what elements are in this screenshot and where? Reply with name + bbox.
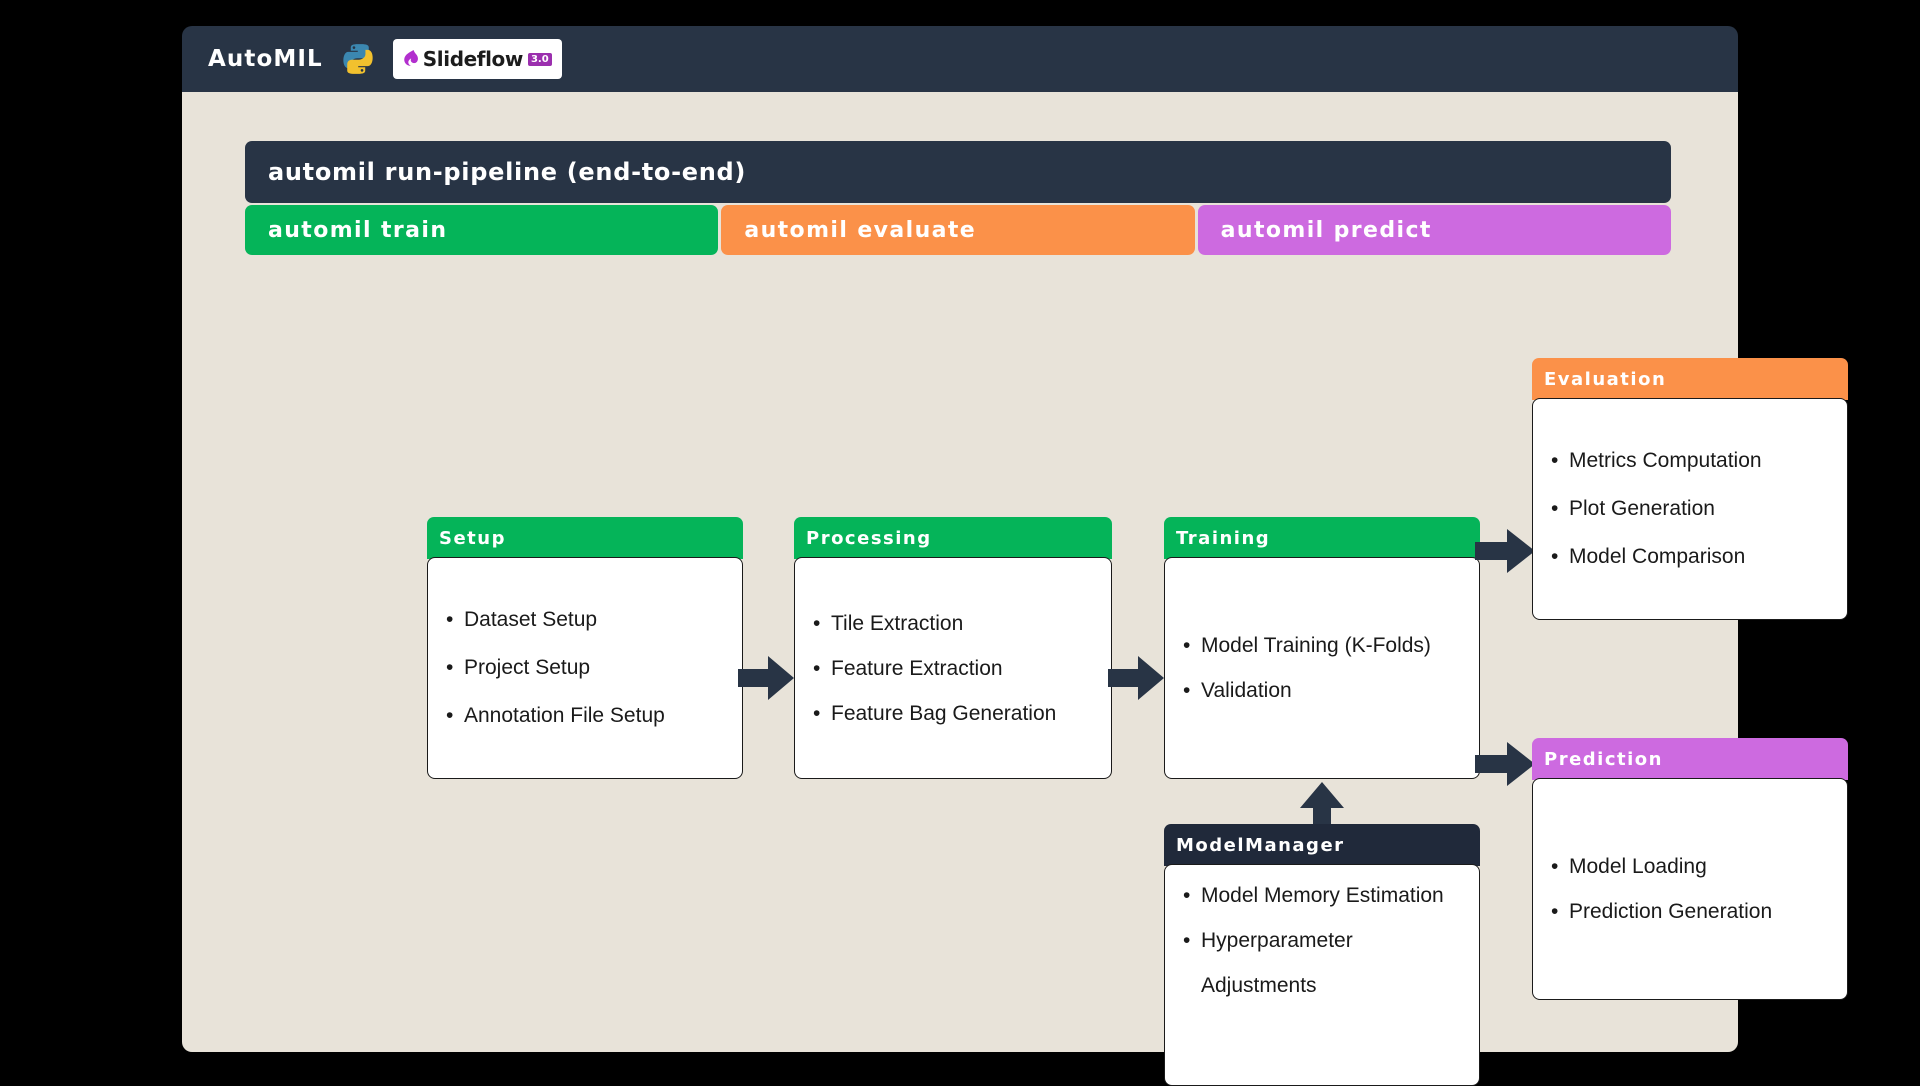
banner-segments: automil train automil evaluate automil p…: [245, 205, 1671, 255]
list-item: Model Memory Estimation: [1177, 873, 1467, 918]
card-prediction-title: Prediction: [1544, 748, 1663, 770]
card-modelmanager-list: Model Memory Estimation Hyperparameter A…: [1177, 873, 1467, 1008]
slideflow-badge[interactable]: Slideflow 3.0: [392, 39, 562, 79]
app-header: AutoMIL Slideflow 3.0: [182, 26, 1738, 92]
banner-run-pipeline-label: automil run-pipeline (end-to-end): [268, 158, 747, 186]
card-training-title: Training: [1176, 527, 1271, 549]
arrow-training-to-prediction-icon: [1475, 740, 1535, 788]
card-modelmanager-body: Model Memory Estimation Hyperparameter A…: [1164, 864, 1480, 1086]
card-evaluation[interactable]: Evaluation Metrics Computation Plot Gene…: [1532, 358, 1848, 620]
banner-segment-predict-label: automil predict: [1220, 217, 1432, 243]
banner-segment-evaluate[interactable]: automil evaluate: [721, 205, 1195, 255]
list-item: Annotation File Setup: [440, 692, 730, 740]
card-setup-title: Setup: [439, 527, 506, 549]
card-training-header: Training: [1164, 517, 1480, 559]
list-item: Metrics Computation: [1545, 437, 1835, 485]
card-prediction[interactable]: Prediction Model Loading Prediction Gene…: [1532, 738, 1848, 1000]
card-prediction-body: Model Loading Prediction Generation: [1532, 778, 1848, 1000]
arrow-processing-to-training-icon: [1108, 654, 1164, 702]
banner-segment-train[interactable]: automil train: [245, 205, 719, 255]
banner-segment-predict[interactable]: automil predict: [1197, 205, 1671, 255]
banner-run-pipeline[interactable]: automil run-pipeline (end-to-end): [245, 141, 1671, 203]
list-item: Feature Extraction: [807, 646, 1099, 691]
card-processing-list: Tile Extraction Feature Extraction Featu…: [807, 601, 1099, 736]
banner-segment-evaluate-label: automil evaluate: [744, 217, 977, 243]
card-modelmanager-title: ModelManager: [1176, 834, 1345, 856]
card-modelmanager-header: ModelManager: [1164, 824, 1480, 866]
slideflow-version-badge: 3.0: [527, 52, 552, 66]
list-item: Plot Generation: [1545, 485, 1835, 533]
slideflow-flame-icon: [402, 49, 419, 70]
card-setup-list: Dataset Setup Project Setup Annotation F…: [440, 596, 730, 740]
list-item: Model Loading: [1545, 844, 1835, 889]
card-processing-body: Tile Extraction Feature Extraction Featu…: [794, 557, 1112, 779]
list-item: Prediction Generation: [1545, 889, 1835, 934]
card-training-list: Model Training (K-Folds) Validation: [1177, 623, 1467, 713]
list-item: Feature Bag Generation: [807, 691, 1099, 736]
list-item: Project Setup: [440, 644, 730, 692]
card-evaluation-body: Metrics Computation Plot Generation Mode…: [1532, 398, 1848, 620]
card-evaluation-list: Metrics Computation Plot Generation Mode…: [1545, 437, 1835, 581]
list-item: Hyperparameter Adjustments: [1177, 918, 1467, 1008]
pipeline-banner: automil run-pipeline (end-to-end) automi…: [245, 141, 1671, 255]
card-training[interactable]: Training Model Training (K-Folds) Valida…: [1164, 517, 1480, 779]
arrow-training-to-evaluation-icon: [1475, 527, 1535, 575]
card-processing-header: Processing: [794, 517, 1112, 559]
card-setup-body: Dataset Setup Project Setup Annotation F…: [427, 557, 743, 779]
python-logo-icon: [341, 42, 375, 76]
arrow-modelmanager-to-training-icon: [1298, 782, 1346, 838]
card-processing[interactable]: Processing Tile Extraction Feature Extra…: [794, 517, 1112, 779]
card-evaluation-header: Evaluation: [1532, 358, 1848, 400]
page-title: AutoMIL: [208, 46, 323, 72]
slideflow-wordmark: Slideflow: [422, 47, 524, 71]
card-processing-title: Processing: [806, 527, 932, 549]
list-item: Model Training (K-Folds): [1177, 623, 1467, 668]
list-item: Model Comparison: [1545, 533, 1835, 581]
card-prediction-header: Prediction: [1532, 738, 1848, 780]
arrow-setup-to-processing-icon: [738, 654, 794, 702]
card-prediction-list: Model Loading Prediction Generation: [1545, 844, 1835, 934]
diagram-canvas: automil run-pipeline (end-to-end) automi…: [182, 92, 1848, 1086]
card-setup[interactable]: Setup Dataset Setup Project Setup Annota…: [427, 517, 743, 779]
card-evaluation-title: Evaluation: [1544, 368, 1667, 390]
card-modelmanager[interactable]: ModelManager Model Memory Estimation Hyp…: [1164, 824, 1480, 1086]
list-item: Tile Extraction: [807, 601, 1099, 646]
card-training-body: Model Training (K-Folds) Validation: [1164, 557, 1480, 779]
banner-segment-train-label: automil train: [268, 217, 448, 243]
card-setup-header: Setup: [427, 517, 743, 559]
list-item: Validation: [1177, 668, 1467, 713]
list-item: Dataset Setup: [440, 596, 730, 644]
diagram-root: AutoMIL Slideflow 3.0 automil run-pipeli…: [182, 26, 1848, 1086]
